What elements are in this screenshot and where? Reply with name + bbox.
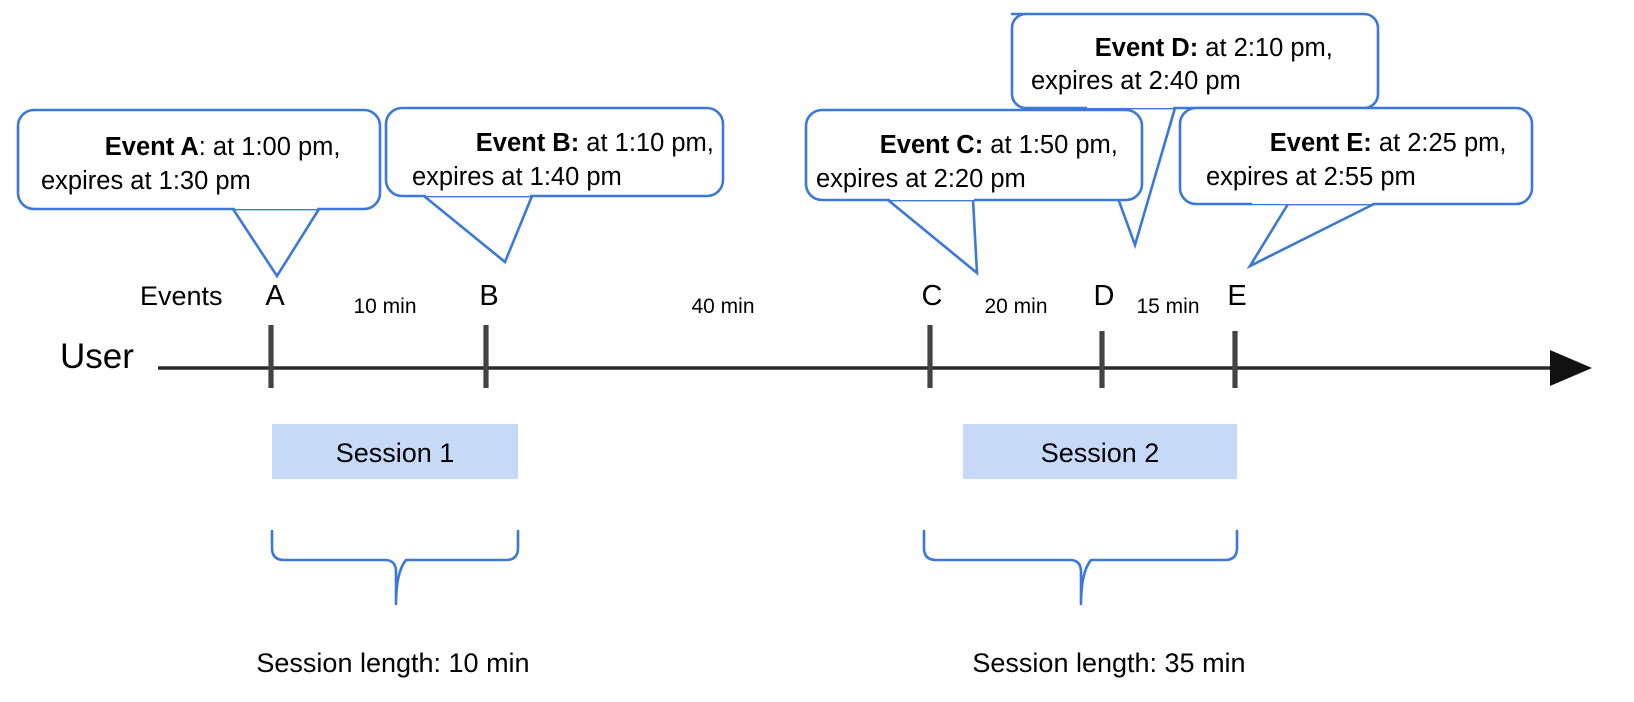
callout-tail-mask-a [235, 201, 317, 209]
callout-box-b [384, 106, 725, 198]
callout-bold-e: Event E: [1270, 129, 1372, 157]
marker-label-d: D [1094, 280, 1115, 312]
session-length-label-2: Session length: 35 min [972, 648, 1245, 678]
interval-label-bc: 40 min [691, 295, 754, 318]
callout-text-e-line2: expires at 2:55 pm [1206, 163, 1416, 191]
callout-rest-a: : at 1:00 pm, [199, 133, 341, 161]
callout-text-d-line2: expires at 2:40 pm [1031, 67, 1241, 95]
callout-event-b: Event B: at 1:10 pm, expires at 1:40 pm [384, 106, 763, 265]
callout-tail-a [230, 207, 322, 279]
session-bar-2 [963, 424, 1237, 479]
marker-label-e: E [1227, 280, 1246, 312]
callout-text-a-line2: expires at 1:30 pm [41, 167, 251, 195]
callout-bold-b: Event B: [476, 129, 579, 157]
callout-tail-c [884, 198, 979, 276]
callout-rest-c: at 1:50 pm, [983, 131, 1118, 159]
callout-text-d-line1: Event D: at 2:10 pm, [1031, 34, 1382, 62]
marker-label-a: A [265, 280, 285, 312]
callout-tail-mask-e [1252, 196, 1372, 204]
interval-label-de: 15 min [1136, 295, 1199, 318]
events-row-label: Events [140, 281, 223, 311]
callout-tail-mask-c [890, 192, 974, 200]
callout-rest-b: at 1:10 pm, [579, 129, 714, 157]
callout-text-c-line1: Event C: at 1:50 pm, [816, 131, 1167, 159]
brace-session-2 [922, 529, 1239, 606]
callout-bold-c: Event C: [880, 131, 983, 159]
interval-label-ab: 10 min [353, 295, 416, 318]
callout-text-c-line2: expires at 2:20 pm [816, 165, 1026, 193]
callout-rest-e: at 2:25 pm, [1372, 129, 1507, 157]
callout-box-e [1178, 106, 1534, 206]
interval-label-cd: 20 min [984, 295, 1047, 318]
marker-label-b: B [479, 280, 498, 312]
callout-event-a: Event A: at 1:00 pm, expires at 1:30 pm [16, 108, 390, 279]
callout-tail-mask-b [426, 188, 530, 196]
callout-box-a [16, 108, 382, 211]
callout-text-b-line2: expires at 1:40 pm [412, 163, 622, 191]
callout-bold-d: Event D: [1095, 34, 1198, 62]
callout-text-a-line1: Event A: at 1:00 pm, [41, 133, 390, 161]
timeline-arrowhead [1550, 350, 1592, 386]
callout-tail-b [420, 194, 534, 265]
callout-tail-mask-d [1087, 100, 1173, 108]
brace-session-1 [270, 529, 520, 606]
callout-rest-d: at 2:10 pm, [1198, 34, 1333, 62]
callout-event-d: Event D: at 2:10 pm, expires at 2:40 pm [1010, 12, 1382, 250]
session-length-label-1: Session length: 10 min [256, 648, 529, 678]
callout-text-b-line1: Event B: at 1:10 pm, [412, 129, 763, 157]
user-row-label: User [60, 337, 134, 376]
session-bar-1 [272, 424, 518, 479]
callout-event-c: Event C: at 1:50 pm, expires at 2:20 pm [804, 108, 1167, 276]
callout-tail-e [1246, 202, 1375, 270]
session-label-2: Session 2 [1041, 438, 1160, 468]
callout-event-e: Event E: at 2:25 pm, expires at 2:55 pm [1178, 106, 1556, 270]
callout-box-c [804, 108, 1144, 202]
session-label-1: Session 1 [336, 438, 455, 468]
callout-bold-a: Event A [105, 133, 199, 161]
marker-label-c: C [922, 280, 943, 312]
callout-text-e-line1: Event E: at 2:25 pm, [1206, 129, 1556, 157]
